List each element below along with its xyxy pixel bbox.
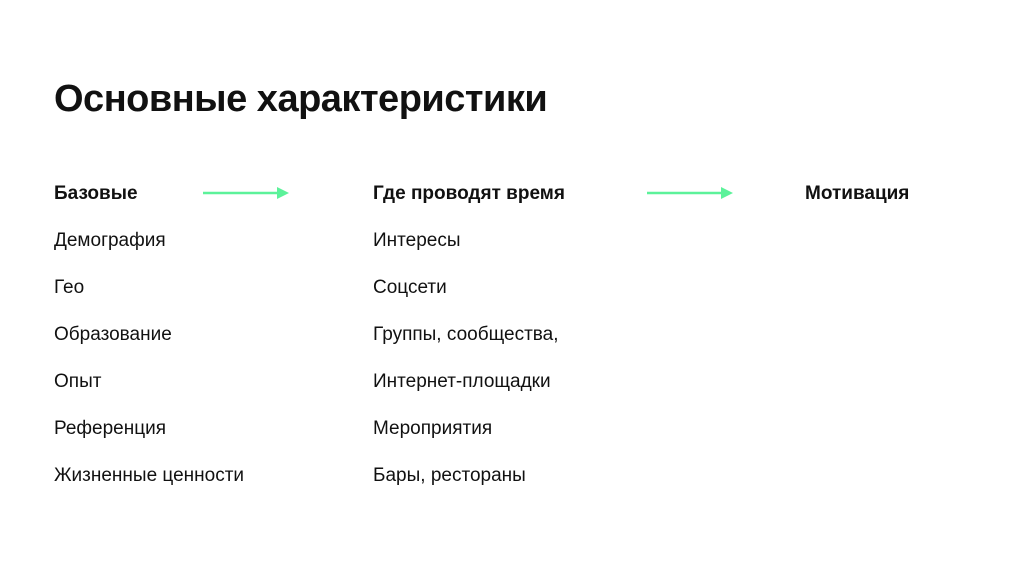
list-item: Интернет-площадки [373,371,551,392]
list-item: Группы, сообщества, [373,324,559,345]
column-header: Мотивация [805,183,910,204]
list-item: Референция [54,418,167,439]
arrow-right-icon [647,187,733,199]
page-title: Основные характеристики [54,78,548,120]
list-item: Соцсети [373,277,447,298]
list-item: Мероприятия [373,418,493,439]
list-item: Образование [54,324,172,345]
column-motivation: Мотивация [805,180,909,208]
column-header: Базовые [54,183,138,204]
arrow-right-icon [203,187,289,199]
list-item: Опыт [54,371,102,392]
column-where: Где проводят время Интересы Соцсети Груп… [373,180,565,509]
list-item: Гео [54,277,85,298]
list-item: Интересы [373,230,461,251]
list-item: Жизненные ценности [54,465,245,486]
column-header: Где проводят время [373,183,565,204]
column-basic: Базовые Демография Гео Образование Опыт … [54,180,244,509]
list-item: Бары, рестораны [373,465,526,486]
list-item: Демография [54,230,166,251]
